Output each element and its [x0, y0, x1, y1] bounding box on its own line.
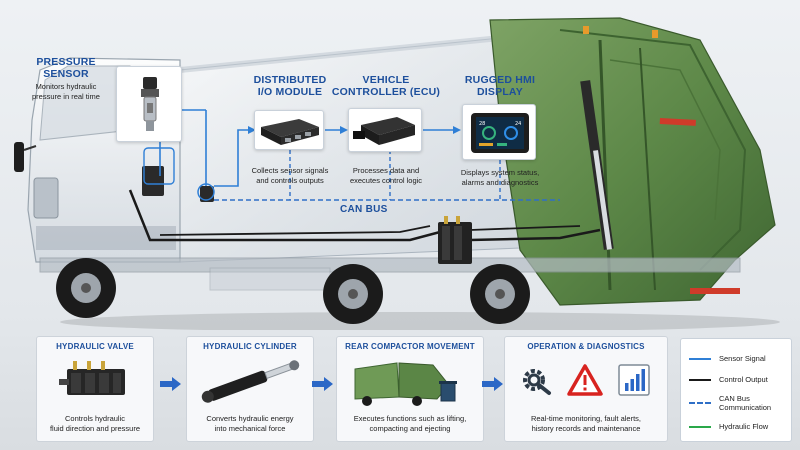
legend-label: CAN Bus Communication	[719, 394, 771, 412]
hmi-title-1: RUGGED HMI	[464, 74, 536, 86]
panel-hydraulic-cylinder: HYDRAULIC CYLINDER Converts hydraulic en…	[186, 336, 314, 442]
hmi-display-icon	[471, 113, 529, 153]
io-module-desc-1: Collects sensor signals	[251, 166, 329, 175]
hmi-value-left: 28	[479, 121, 486, 127]
legend-label: Control Output	[719, 375, 768, 384]
io-module-desc: Collects sensor signals and controls out…	[240, 164, 340, 185]
flow-arrow-3	[482, 377, 503, 391]
pressure-sensor-desc-1: Monitors hydraulic	[35, 82, 97, 91]
ecu-icon	[353, 117, 415, 145]
legend-label-line2: Communication	[719, 403, 772, 412]
legend-item-can-bus: CAN Bus Communication	[689, 390, 783, 416]
valve-block	[438, 216, 472, 264]
panel-desc-1: Controls hydraulic	[64, 414, 126, 423]
hydraulic-cylinder-icon	[201, 360, 300, 403]
panel-desc-1: Converts hydraulic energy	[206, 414, 294, 423]
flow-arrow-2	[312, 377, 333, 391]
panel-desc-2: compacting and ejecting	[369, 423, 451, 433]
io-module-card	[254, 110, 324, 150]
pressure-sensor-label: PRESSURE SENSOR Monitors hydraulic press…	[18, 56, 114, 101]
pressure-sensor-title-2: SENSOR	[43, 68, 89, 80]
panel-title: HYDRAULIC VALVE	[56, 342, 134, 351]
ecu-desc-2: executes control logic	[349, 175, 423, 185]
hmi-title-2: DISPLAY	[477, 86, 523, 98]
hmi-desc-2: alarms and diagnostics	[461, 177, 539, 187]
legend-label: Hydraulic Flow	[719, 422, 769, 431]
panel-operation-diagnostics: OPERATION & DIAGNOSTICS Real-time monito…	[504, 336, 668, 442]
legend-item-sensor-signal: Sensor Signal	[689, 348, 783, 369]
hydraulic-valve-icon	[59, 361, 125, 395]
panel-desc-2: into mechanical force	[214, 423, 286, 433]
gear-wrench-icon	[523, 369, 551, 395]
hmi-card: 28 24	[462, 104, 536, 160]
legend-item-hydraulic-flow: Hydraulic Flow	[689, 416, 783, 437]
ecu-label: VEHICLE CONTROLLER (ECU)	[330, 74, 442, 98]
panel-title: REAR COMPACTOR MOVEMENT	[345, 342, 475, 351]
panel-title: HYDRAULIC CYLINDER	[203, 342, 297, 351]
signal-bars-icon	[618, 364, 650, 396]
legend-label: Sensor Signal	[719, 354, 766, 363]
io-module-label: DISTRIBUTED I/O MODULE	[240, 74, 340, 98]
hmi-label: RUGGED HMI DISPLAY	[450, 74, 550, 98]
ecu-desc: Processes data and executes control logi…	[334, 164, 438, 185]
warning-triangle-icon	[567, 364, 603, 396]
legend-swatch	[689, 425, 711, 428]
io-module-title-2: I/O MODULE	[257, 86, 323, 98]
hmi-value-right: 24	[515, 121, 522, 127]
panel-desc: Real-time monitoring, fault alerts, hist…	[505, 414, 667, 433]
legend-swatch	[689, 378, 711, 381]
panel-hydraulic-valve: HYDRAULIC VALVE Controls hydraulic fluid…	[36, 336, 154, 442]
pressure-sensor-desc-2: pressure in real time	[32, 91, 100, 101]
panel-rear-compactor: REAR COMPACTOR MOVEMENT Executes functio…	[336, 336, 484, 442]
can-bus-label: CAN BUS	[340, 204, 388, 215]
panel-desc: Converts hydraulic energy into mechanica…	[187, 414, 313, 433]
ecu-title-2: CONTROLLER (ECU)	[331, 86, 441, 98]
panel-desc-2: history records and maintenance	[531, 423, 641, 433]
flow-arrow-1	[160, 377, 181, 391]
rear-compactor-icon	[354, 362, 457, 406]
ecu-card	[348, 108, 422, 152]
truck-scene: 28 24 PRESSURE SENSOR Monitors hydraulic…	[14, 17, 780, 330]
io-module-desc-2: and controls outputs	[256, 175, 324, 185]
legend-label-line1: CAN Bus	[719, 394, 750, 403]
legend-swatch	[689, 357, 711, 360]
panel-title: OPERATION & DIAGNOSTICS	[527, 342, 645, 351]
pressure-sensor-title-1: PRESSURE	[36, 56, 96, 68]
ecu-title-1: VEHICLE	[362, 74, 410, 86]
panel-desc: Executes functions such as lifting, comp…	[337, 414, 483, 433]
panel-desc: Controls hydraulic fluid direction and p…	[37, 414, 153, 433]
io-module-title-1: DISTRIBUTED	[253, 74, 327, 86]
panel-desc-1: Executes functions such as lifting,	[353, 414, 467, 423]
panel-desc-2: fluid direction and pressure	[49, 423, 141, 433]
legend-swatch	[689, 402, 711, 404]
io-module-icon	[261, 119, 319, 145]
legend-item-control-output: Control Output	[689, 369, 783, 390]
wheels	[56, 258, 530, 324]
ecu-desc-1: Processes data and	[352, 166, 420, 175]
pressure-sensor-card	[116, 66, 182, 142]
pressure-sensor-icon	[141, 77, 159, 131]
hmi-desc-1: Displays system status,	[460, 168, 540, 177]
legend: Sensor Signal Control Output CAN Bus Com…	[680, 338, 792, 442]
hmi-desc: Displays system status, alarms and diagn…	[446, 166, 554, 187]
panel-desc-1: Real-time monitoring, fault alerts,	[530, 414, 642, 423]
